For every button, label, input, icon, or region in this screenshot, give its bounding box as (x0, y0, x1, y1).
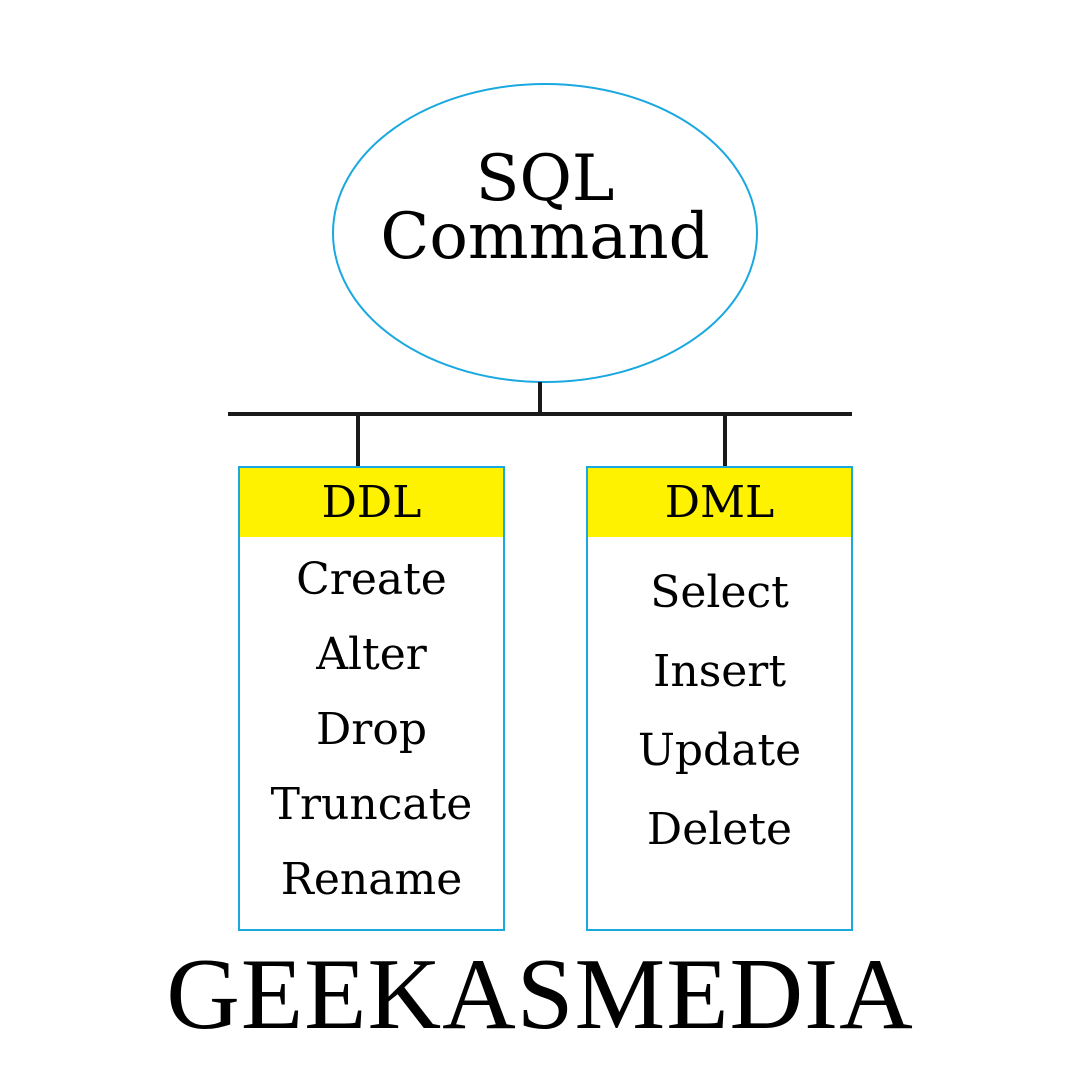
dml-command-delete: Delete (646, 804, 793, 855)
ddl-command-drop: Drop (316, 704, 427, 755)
dml-box: DML Select Insert Update Delete (586, 466, 853, 931)
dml-command-select: Select (650, 567, 789, 618)
ddl-command-rename: Rename (280, 854, 463, 905)
root-label: SQL Command (332, 142, 758, 274)
ddl-command-list: Create Alter Drop Truncate Rename (240, 537, 503, 917)
ddl-command-alter: Alter (316, 629, 427, 680)
brand-wordmark: GEEKASMEDIA (166, 938, 914, 1051)
dml-command-list: Select Insert Update Delete (588, 537, 851, 869)
ddl-command-truncate: Truncate (270, 779, 473, 830)
ddl-command-create: Create (296, 554, 447, 605)
ddl-box: DDL Create Alter Drop Truncate Rename (238, 466, 505, 931)
root-label-line-1: SQL (475, 142, 615, 216)
root-ellipse (332, 83, 758, 383)
dml-command-insert: Insert (652, 646, 787, 697)
ddl-header: DDL (240, 468, 503, 537)
dml-command-update: Update (637, 725, 802, 776)
root-label-line-2: Command (380, 200, 710, 274)
dml-header: DML (588, 468, 851, 537)
